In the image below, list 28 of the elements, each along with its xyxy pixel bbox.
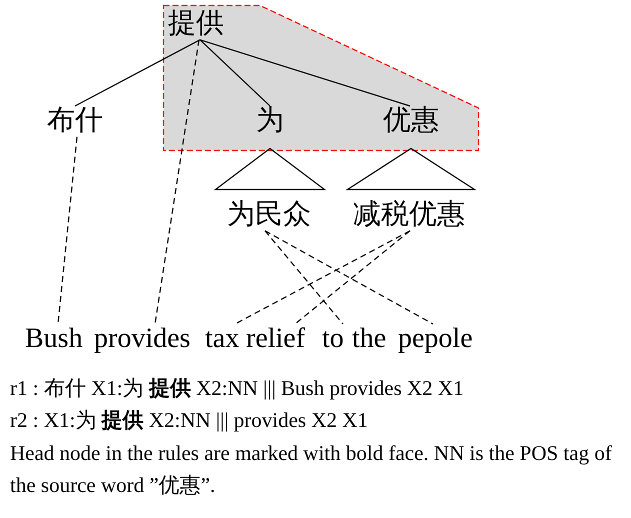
word: pepole — [398, 324, 473, 355]
tree-node-label: 优惠 — [383, 106, 439, 137]
alignment-line — [57, 136, 78, 324]
word: relief — [246, 324, 306, 355]
word: tax — [205, 324, 240, 355]
word: provides — [94, 324, 190, 355]
tree-node-label: 减税优惠 — [353, 200, 465, 231]
note-text: Head node in the rules are marked with bold face. NN is the POS tag of the source word ”优惠”. — [10, 440, 613, 499]
tree-node-label: 提供 — [168, 9, 224, 40]
rule-text: r1 : 布什 X1:为 提供 X2:NN ||| Bush provides X2 X1 — [10, 375, 464, 402]
alignment-line — [294, 230, 410, 324]
tree-branch — [200, 39, 270, 106]
tree-branch — [74, 39, 200, 107]
alignment-line — [264, 230, 344, 324]
tree-branch — [200, 39, 410, 107]
highlighted-region — [163, 5, 479, 151]
tree-node-label: 为民众 — [227, 200, 311, 231]
rule-text: r2 : X1:为 提供 X2:NN ||| provides X2 X1 — [10, 407, 368, 434]
tree-node-label: 布什 — [47, 106, 103, 137]
alignment-line — [234, 230, 410, 325]
subtree-triangle — [347, 148, 475, 190]
alignment-line — [264, 230, 434, 325]
subtree-triangle — [215, 148, 325, 190]
word: to — [322, 324, 344, 355]
tree-node-label: 为 — [256, 106, 284, 137]
alignment-line — [154, 40, 200, 324]
word: the — [352, 324, 386, 355]
word: Bush — [25, 324, 83, 355]
